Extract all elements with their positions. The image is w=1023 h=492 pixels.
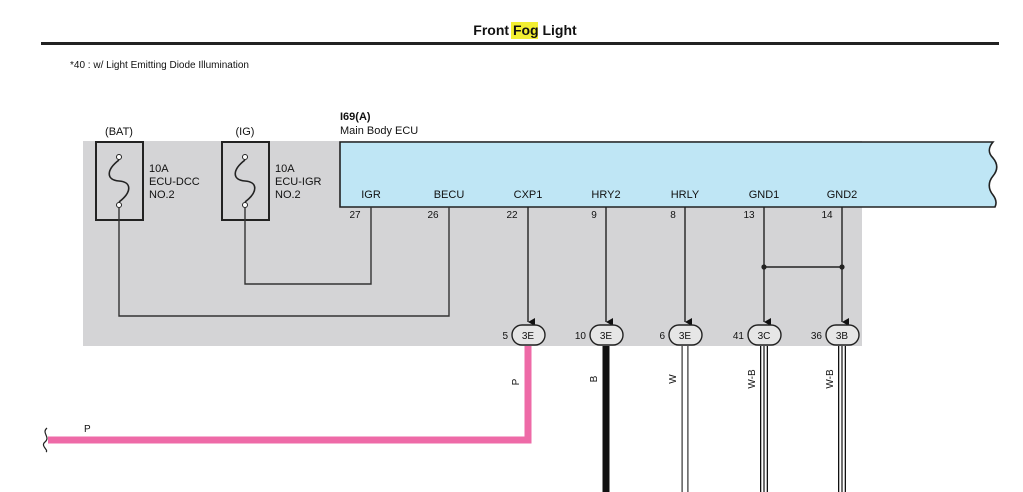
connector-oval	[825, 324, 860, 346]
connector-pin-number: 5	[502, 331, 508, 342]
ecu-code: I69(A)	[340, 111, 371, 123]
pin-label: BECU	[434, 189, 465, 201]
wire-break-icon	[42, 427, 48, 453]
fuse-element-icon	[234, 159, 256, 203]
fuse-terminal-bottom	[242, 202, 248, 208]
diagram-note: *40 : w/ Light Emitting Diode Illuminati…	[70, 60, 249, 71]
fuse-element-icon	[108, 159, 130, 203]
page-title: Front Fog Light	[473, 22, 577, 39]
pin-number: 27	[349, 210, 361, 221]
wire-color-label: B	[589, 375, 600, 382]
fuse-source-label: (BAT)	[105, 126, 133, 138]
fuse-ecu-igr: (IG) 10A ECU-IGR NO.2	[221, 126, 322, 221]
connector-3e-pin6: 6 3E	[659, 324, 703, 346]
title-rule	[41, 42, 999, 45]
connector-pin-number: 6	[659, 331, 665, 342]
fuse-terminal-top	[116, 154, 122, 160]
pin-number: 9	[591, 210, 597, 221]
connector-oval	[668, 324, 703, 346]
wire-becu	[118, 207, 450, 317]
svg-text:Front Fog Light: Front Fog Light	[473, 22, 577, 38]
pin-number: 26	[427, 210, 439, 221]
fuse-name-line2: NO.2	[149, 189, 175, 201]
pin-igr: IGR 27	[349, 189, 380, 221]
pin-hry2: HRY2 9	[591, 189, 620, 221]
wire-color-label: P	[511, 378, 522, 385]
pin-number: 8	[670, 210, 676, 221]
pin-gnd1: GND1 13	[743, 189, 779, 221]
title-prefix: Front	[473, 22, 513, 38]
splice-dot	[839, 264, 845, 270]
wire-pink	[48, 346, 532, 444]
title-suffix: Light	[539, 22, 577, 38]
connector-code: 3E	[522, 331, 535, 342]
splice-dot	[761, 264, 767, 270]
pin-number: 22	[506, 210, 518, 221]
fuse-terminal-bottom	[116, 202, 122, 208]
connector-oval	[589, 324, 624, 346]
fuse-name-line1: ECU-DCC	[149, 176, 200, 188]
pin-label: HRLY	[671, 189, 700, 201]
pin-hrly: HRLY 8	[670, 189, 700, 221]
ecu-name: Main Body ECU	[340, 125, 418, 137]
connector-code: 3B	[836, 331, 849, 342]
connector-pin-number: 36	[811, 331, 823, 342]
pin-gnd2: GND2 14	[821, 189, 857, 221]
pin-label: GND2	[827, 189, 858, 201]
wire-color-label: P	[84, 424, 91, 435]
connector-pin-number: 41	[733, 331, 745, 342]
pin-number: 14	[821, 210, 833, 221]
connector-pin-number: 10	[575, 331, 587, 342]
connector-3e-pin5: 5 3E	[502, 324, 546, 346]
title-highlight	[511, 22, 538, 39]
fuse-terminal-top	[242, 154, 248, 160]
wire-color-label: W	[668, 374, 679, 384]
fuse-name-line2: NO.2	[275, 189, 301, 201]
fuse-source-label: (IG)	[236, 126, 255, 138]
pin-label: IGR	[361, 189, 381, 201]
connector-oval	[511, 324, 546, 346]
fuse-rating: 10A	[149, 163, 169, 175]
title-highlight-text: Fog	[513, 22, 539, 38]
pin-label: HRY2	[591, 189, 620, 201]
connector-code: 3E	[600, 331, 613, 342]
wire-igr	[244, 207, 372, 285]
wire-color-label: W-B	[747, 369, 758, 389]
pin-number: 13	[743, 210, 755, 221]
wire-color-label: W-B	[825, 369, 836, 389]
connector-oval	[747, 324, 782, 346]
connector-code: 3E	[679, 331, 692, 342]
pin-label: GND1	[749, 189, 780, 201]
connector-3e-pin10: 10 3E	[575, 324, 624, 346]
fuse-name-line1: ECU-IGR	[275, 176, 322, 188]
connector-3c-pin41: 41 3C	[733, 324, 782, 346]
pin-cxp1: CXP1 22	[506, 189, 542, 221]
pin-becu: BECU 26	[427, 189, 464, 221]
fuse-rating: 10A	[275, 163, 295, 175]
connector-code: 3C	[758, 331, 771, 342]
ecu-block	[339, 141, 998, 208]
pin-label: CXP1	[514, 189, 543, 201]
connector-3b-pin36: 36 3B	[811, 324, 860, 346]
